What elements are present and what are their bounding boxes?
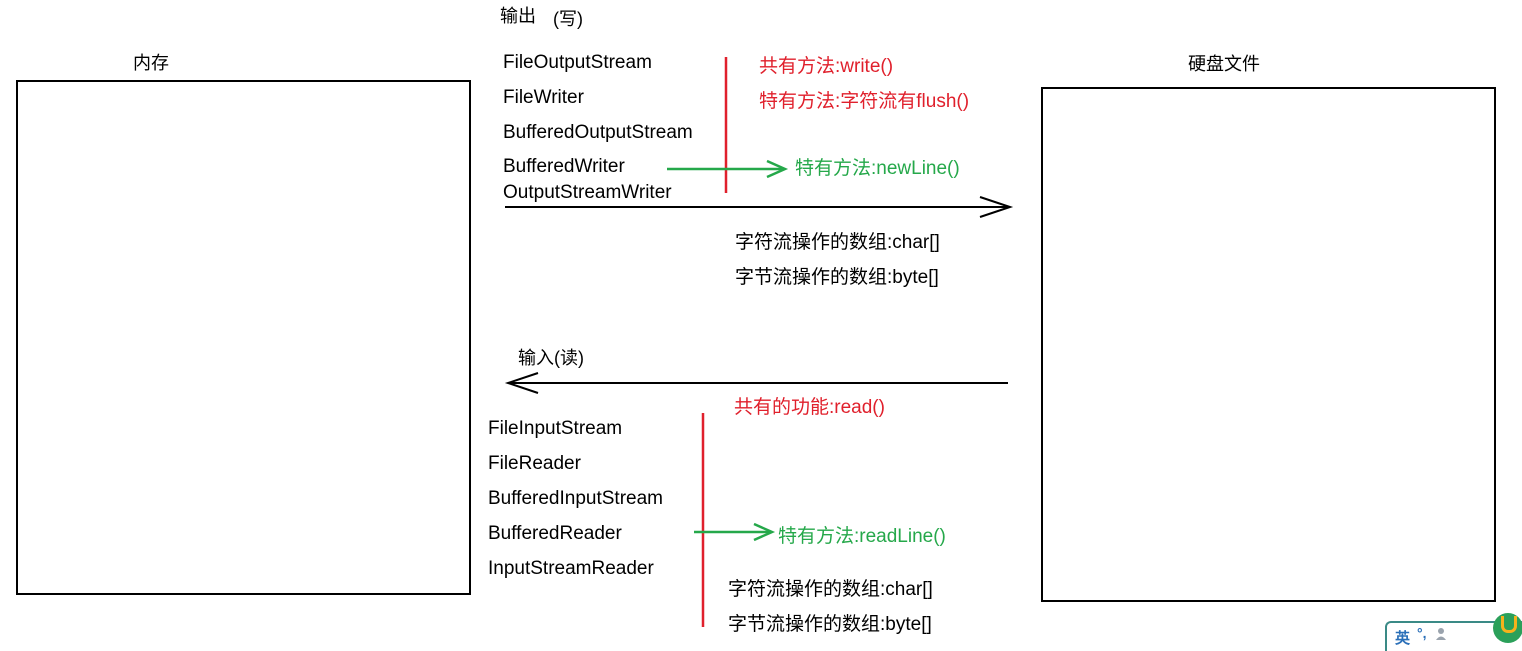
output-class-1: FileOutputStream xyxy=(503,52,652,73)
ime-logo-icon[interactable] xyxy=(1493,613,1522,643)
output-arrow-head xyxy=(979,196,1014,218)
disk-box xyxy=(1041,87,1496,602)
ime-toolbar[interactable]: 英 °, xyxy=(1385,613,1522,651)
memory-label: 内存 xyxy=(133,53,169,73)
input-class-3: BufferedInputStream xyxy=(488,488,663,509)
output-class-2: FileWriter xyxy=(503,87,584,108)
input-green-arrow-head xyxy=(753,522,776,542)
input-common-method: 共有的功能:read() xyxy=(734,397,885,418)
input-buffered-special: 特有方法:readLine() xyxy=(778,526,946,547)
input-char-note: 字符流操作的数组:char[] xyxy=(728,579,933,600)
input-class-5: InputStreamReader xyxy=(488,558,654,579)
output-byte-note: 字节流操作的数组:byte[] xyxy=(735,267,939,288)
output-special-method: 特有方法:字符流有flush() xyxy=(759,91,970,112)
input-title: 输入(读) xyxy=(518,348,584,368)
input-arrow-head xyxy=(504,372,539,394)
disk-label: 硬盘文件 xyxy=(1188,54,1260,74)
memory-box xyxy=(16,80,471,595)
output-buffered-special: 特有方法:newLine() xyxy=(795,158,960,179)
output-class-3: BufferedOutputStream xyxy=(503,122,693,143)
user-icon[interactable] xyxy=(1435,627,1447,641)
ime-punctuation-toggle[interactable]: °, xyxy=(1417,625,1427,641)
input-class-1: FileInputStream xyxy=(488,418,623,439)
input-byte-note: 字节流操作的数组:byte[] xyxy=(728,614,932,635)
output-green-arrow-head xyxy=(766,159,789,179)
input-class-2: FileReader xyxy=(488,453,581,474)
output-title: 输出 xyxy=(500,6,536,26)
output-class-4: BufferedWriter xyxy=(503,156,625,177)
output-common-method: 共有方法:write() xyxy=(759,56,894,77)
output-char-note: 字符流操作的数组:char[] xyxy=(735,232,940,253)
ime-language-toggle[interactable]: 英 xyxy=(1395,630,1411,647)
output-title-paren: (写) xyxy=(553,9,583,29)
output-class-5: OutputStreamWriter xyxy=(503,182,672,203)
input-class-4: BufferedReader xyxy=(488,523,622,544)
